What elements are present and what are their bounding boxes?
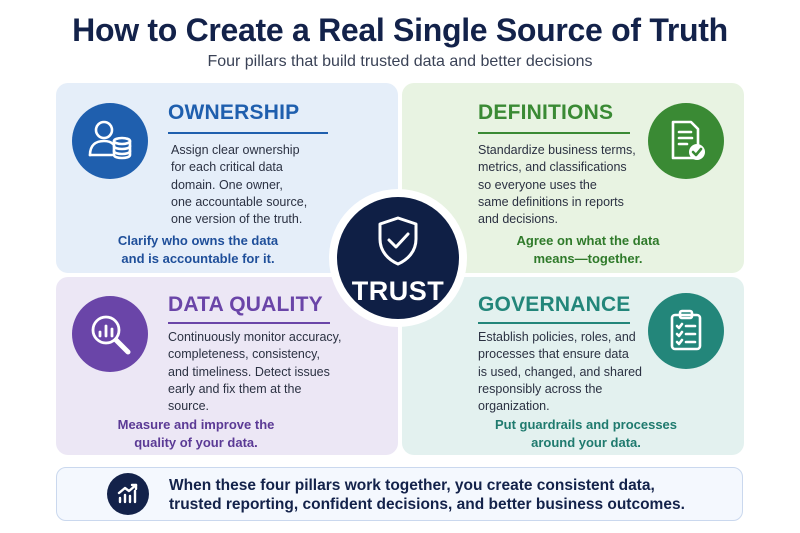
governance-title: GOVERNANCE [478, 293, 631, 316]
definitions-description: Standardize business terms, metrics, and… [478, 143, 636, 227]
data-quality-divider [168, 322, 330, 324]
ownership-card: OWNERSHIP Assign clear ownership for eac… [56, 83, 398, 273]
shield-check-icon [378, 216, 418, 266]
governance-description: Establish policies, roles, and processes… [478, 330, 643, 414]
ownership-description: Assign clear ownership for each critical… [171, 143, 308, 227]
governance-divider [478, 322, 630, 324]
clipboard-checklist-icon [648, 293, 724, 369]
summary-text: When these four pillars work together, y… [169, 477, 685, 513]
person-database-icon [72, 103, 148, 179]
ownership-divider [168, 132, 328, 134]
governance-tagline: Put guardrails and processes around your… [494, 417, 678, 450]
data-quality-title: DATA QUALITY [168, 293, 323, 316]
ownership-title: OWNERSHIP [168, 101, 300, 124]
data-quality-card: DATA QUALITY Continuously monitor accura… [56, 277, 398, 455]
growth-chart-icon [107, 473, 149, 515]
definitions-divider [478, 132, 630, 134]
page-title: How to Create a Real Single Source of Tr… [72, 12, 728, 48]
data-quality-tagline: Measure and improve the quality of your … [117, 417, 275, 450]
magnifier-chart-icon [72, 296, 148, 372]
data-quality-description: Continuously monitor accuracy, completen… [168, 330, 342, 414]
definitions-tagline: Agree on what the data means—together. [516, 233, 660, 266]
trust-label: TRUST [351, 276, 445, 306]
definitions-title: DEFINITIONS [478, 101, 614, 124]
document-check-icon [648, 103, 724, 179]
summary-banner: When these four pillars work together, y… [56, 467, 743, 521]
definitions-card: DEFINITIONS Standardize business terms, … [402, 83, 744, 273]
governance-card: GOVERNANCE Establish policies, roles, an… [402, 277, 744, 455]
page-subtitle: Four pillars that build trusted data and… [207, 53, 593, 70]
trust-badge: TRUST [329, 189, 467, 327]
ownership-tagline: Clarify who owns the data and is account… [117, 233, 279, 266]
